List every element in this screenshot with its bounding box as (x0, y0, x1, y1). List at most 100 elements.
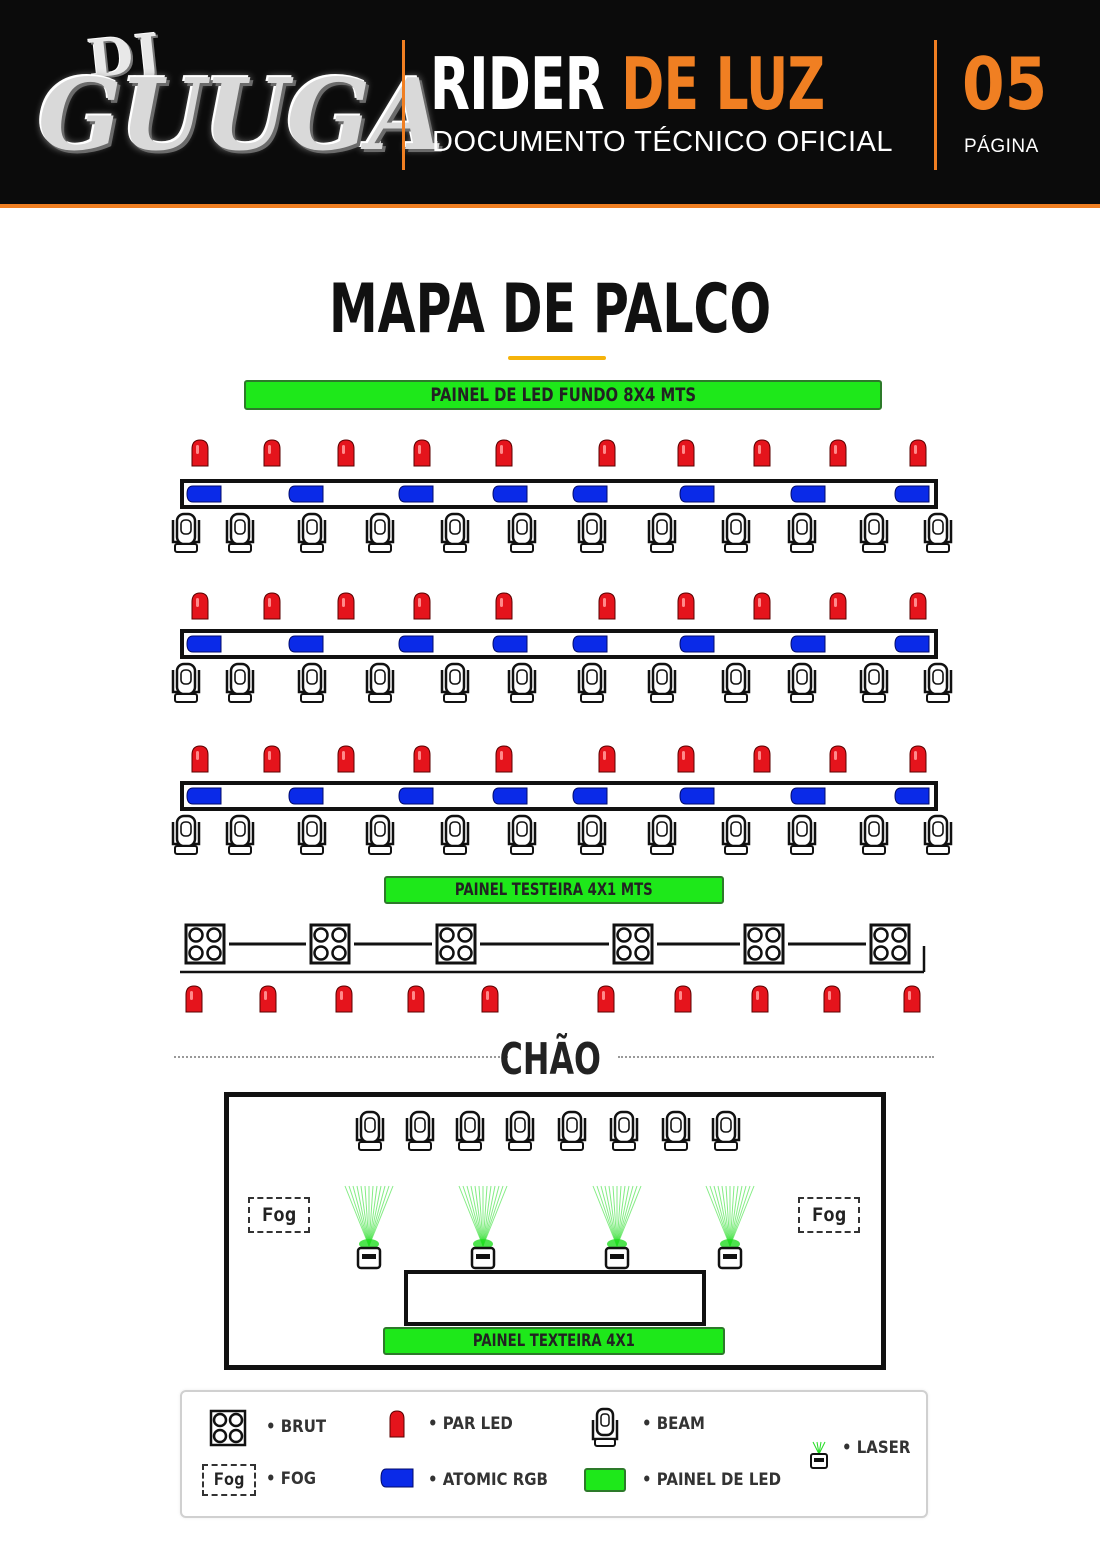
beam-fixture (507, 662, 537, 703)
brut-icon (209, 1409, 247, 1447)
beam-fixture (721, 662, 751, 703)
legend-fog-icon: Fog (202, 1464, 256, 1496)
beam-fixture (647, 662, 677, 703)
legend-beam-label: • BEAM (642, 1414, 705, 1434)
floor-laser-fixture (344, 1185, 394, 1270)
beam-fixture (171, 814, 201, 855)
beam-fixture (721, 512, 751, 553)
truss-row-1 (171, 439, 953, 553)
painel-led-swatch (584, 1468, 626, 1492)
par-led-fixture (677, 439, 695, 467)
atomic-rgb-fixture (790, 635, 826, 653)
par-led-front-fixture (407, 985, 425, 1013)
floor-beam-fixture (355, 1110, 385, 1151)
par-led-fixture (337, 745, 355, 773)
page-subtitle: DOCUMENTO TÉCNICO OFICIAL (432, 126, 893, 158)
beam-fixture (225, 662, 255, 703)
atomic-rgb-fixture (492, 787, 528, 805)
front-brut-row (180, 923, 926, 1013)
floor-beam-fixture (405, 1110, 435, 1151)
par-led-fixture (495, 592, 513, 620)
par-led-fixture (753, 745, 771, 773)
atomic-rgb-fixture (679, 635, 715, 653)
fog-machine-left: Fog (248, 1197, 310, 1233)
beam-fixture (923, 512, 953, 553)
beam-fixture (577, 512, 607, 553)
atomic-rgb-fixture (572, 787, 608, 805)
par-led-fixture (413, 439, 431, 467)
beam-fixture (577, 662, 607, 703)
floor-beam-fixture (661, 1110, 691, 1151)
par-led-icon (389, 1410, 405, 1438)
par-led-fixture (191, 592, 209, 620)
truss-row-3 (171, 745, 953, 855)
legend-brut-label: • BRUT (266, 1417, 327, 1437)
par-led-fixture (829, 592, 847, 620)
floor-stage-area (224, 1092, 886, 1370)
beam-fixture (859, 814, 889, 855)
panel-led-back: PAINEL DE LED FUNDO 8X4 MTS (244, 380, 882, 410)
brut-fixture (869, 923, 911, 965)
legend-painel-led-label: • PAINEL DE LED (642, 1470, 782, 1490)
par-led-fixture (909, 745, 927, 773)
beam-fixture (507, 512, 537, 553)
atomic-rgb-fixture (186, 485, 222, 503)
beam-fixture (171, 512, 201, 553)
floor-laser-fixture (705, 1185, 755, 1270)
par-led-fixture (598, 592, 616, 620)
beam-fixture (297, 512, 327, 553)
floor-label: CHÃO (499, 1034, 601, 1085)
floor-beam-fixture (711, 1110, 741, 1151)
par-led-fixture (495, 439, 513, 467)
page-title: RIDER DE LUZ (430, 42, 825, 126)
atomic-rgb-fixture (572, 485, 608, 503)
par-led-fixture (677, 592, 695, 620)
par-led-fixture (909, 592, 927, 620)
atomic-rgb-fixture (572, 635, 608, 653)
beam-fixture (440, 662, 470, 703)
atomic-rgb-fixture (186, 787, 222, 805)
floor-beam-fixture (505, 1110, 535, 1151)
par-led-front-fixture (259, 985, 277, 1013)
beam-fixture (647, 814, 677, 855)
floor-beam-fixture (557, 1110, 587, 1151)
par-led-fixture (829, 439, 847, 467)
atomic-rgb-fixture (790, 485, 826, 503)
par-led-fixture (753, 439, 771, 467)
par-led-fixture (263, 592, 281, 620)
legend-fog-label: • FOG (266, 1469, 316, 1489)
par-led-front-fixture (823, 985, 841, 1013)
beam-fixture (859, 662, 889, 703)
brut-fixture (309, 923, 351, 965)
title-underline (508, 356, 606, 360)
brut-fixture (184, 923, 226, 965)
atomic-rgb-fixture (492, 635, 528, 653)
atomic-rgb-fixture (288, 635, 324, 653)
par-led-fixture (191, 439, 209, 467)
beam-fixture (365, 814, 395, 855)
atomic-rgb-fixture (288, 485, 324, 503)
floor-laser-fixture (458, 1185, 508, 1270)
title-white-part: RIDER (430, 42, 622, 126)
par-led-fixture (677, 745, 695, 773)
beam-fixture (787, 814, 817, 855)
header-bar: DJ GUUGA RIDER DE LUZ DOCUMENTO TÉCNICO … (0, 0, 1100, 208)
page-number-label: PÁGINA (964, 136, 1039, 157)
par-led-front-fixture (597, 985, 615, 1013)
page-number: 05 (962, 42, 1048, 126)
floor-divider-left (174, 1056, 508, 1058)
beam-fixture (923, 814, 953, 855)
beam-fixture (365, 662, 395, 703)
atomic-rgb-fixture (790, 787, 826, 805)
brut-fixture (612, 923, 654, 965)
fog-machine-right: Fog (798, 1197, 860, 1233)
floor-beam-fixture (609, 1110, 639, 1151)
par-led-front-fixture (185, 985, 203, 1013)
beam-fixture (721, 814, 751, 855)
laser-icon (810, 1441, 828, 1469)
legend-par-led-label: • PAR LED (428, 1414, 513, 1434)
beam-fixture (440, 814, 470, 855)
par-led-front-fixture (751, 985, 769, 1013)
par-led-fixture (337, 439, 355, 467)
atomic-rgb-fixture (894, 635, 930, 653)
